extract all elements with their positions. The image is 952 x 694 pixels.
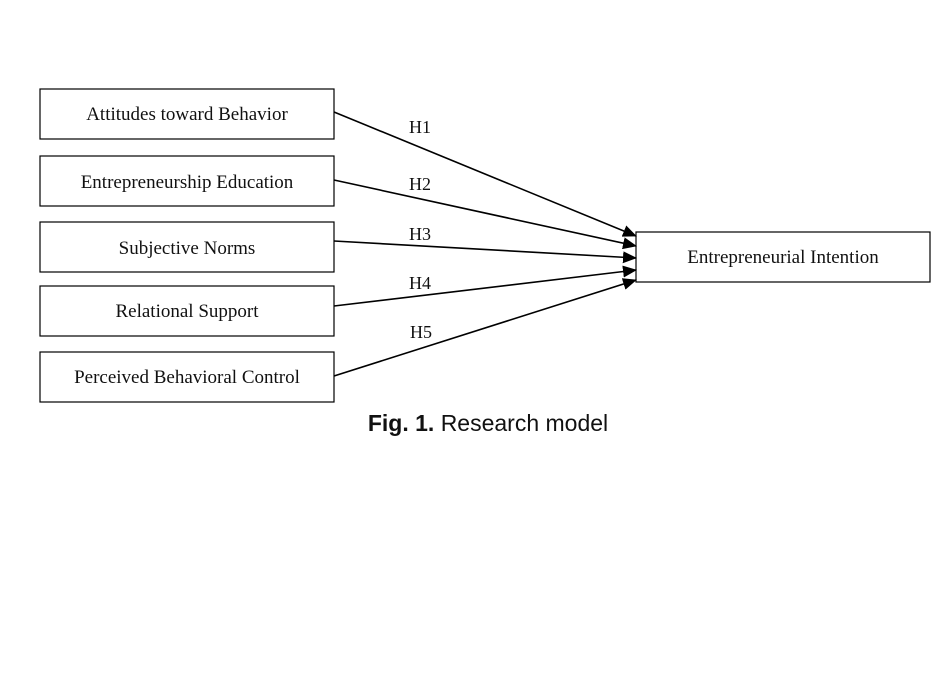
edge-h3-arrow (333, 240, 637, 264)
source-node-education: Entrepreneurship Education (39, 155, 335, 207)
source-label-norms: Subjective Norms (119, 238, 256, 259)
edge-label-h2: H2 (409, 174, 431, 194)
edge-label-h5: H5 (410, 322, 432, 342)
source-node-attitudes: Attitudes toward Behavior (39, 88, 335, 140)
edge-label-h3: H3 (409, 224, 431, 244)
source-node-norms: Subjective Norms (39, 221, 335, 273)
source-label-attitudes: Attitudes toward Behavior (86, 104, 288, 125)
source-label-education: Entrepreneurship Education (81, 172, 294, 193)
edge-h1-arrow (333, 111, 637, 237)
target-label-intention: Entrepreneurial Intention (687, 247, 879, 268)
source-label-support: Relational Support (115, 301, 259, 322)
edge-h5-arrow (333, 278, 637, 377)
edge-label-h4: H4 (409, 273, 431, 293)
edge-h2-arrow (333, 179, 637, 250)
source-node-control: Perceived Behavioral Control (39, 351, 335, 403)
target-node-intention: Entrepreneurial Intention (635, 231, 931, 283)
edge-h4-arrow (333, 265, 637, 307)
edge-label-h1: H1 (409, 117, 431, 137)
figure-caption: Fig. 1. Research model (0, 410, 952, 437)
figure-number: Fig. 1. (367, 410, 435, 436)
source-node-support: Relational Support (39, 285, 335, 337)
source-label-control: Perceived Behavioral Control (74, 367, 300, 388)
figure-title: Research model (440, 410, 609, 436)
